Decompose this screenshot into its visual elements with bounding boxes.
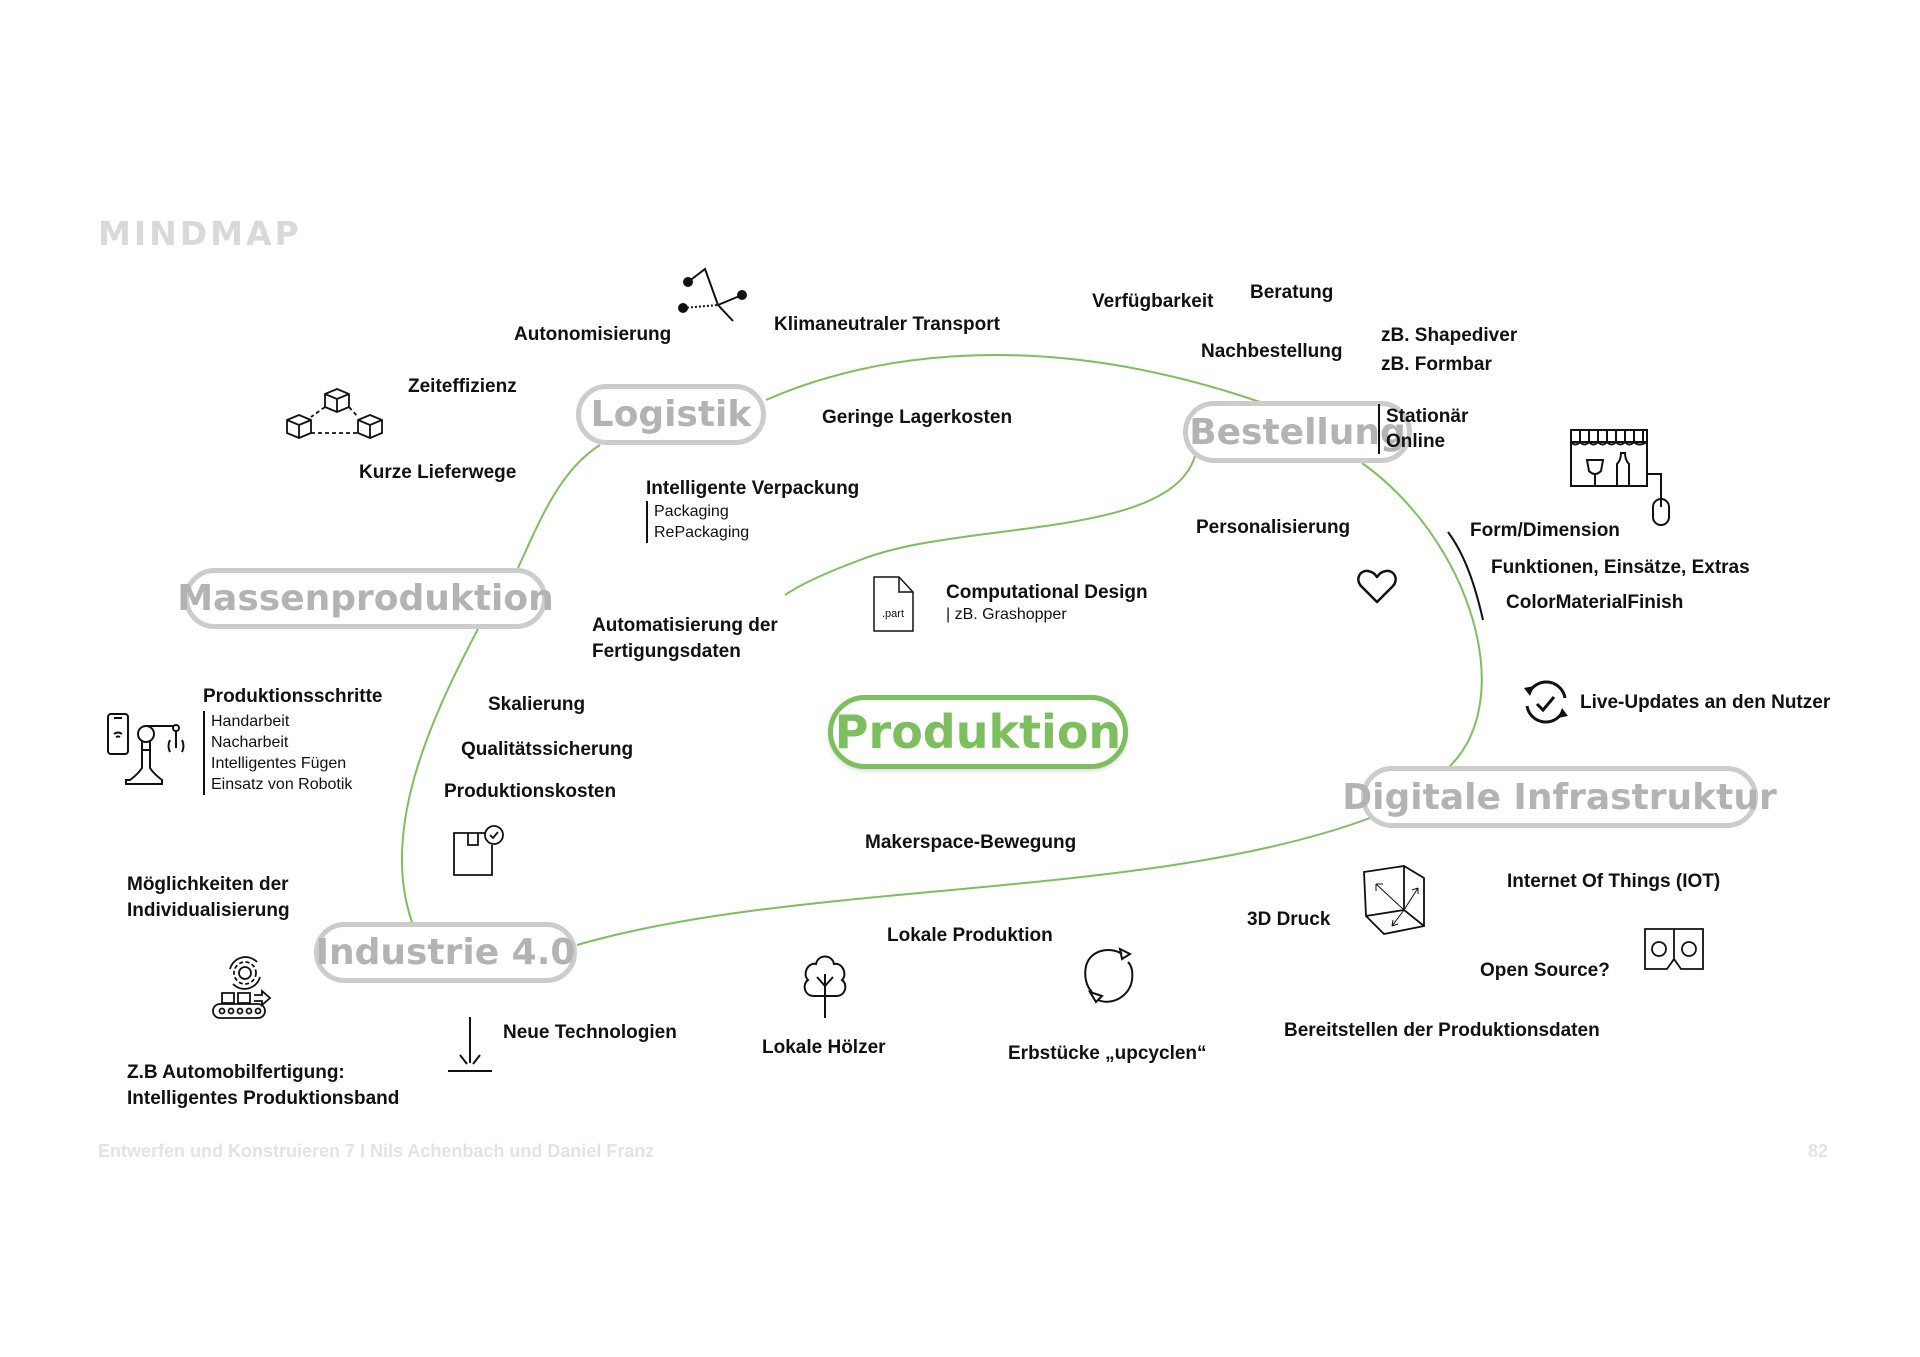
recycle-cycle-icon bbox=[1080, 946, 1142, 1006]
label-produktionsschritte: Produktionsschritte bbox=[203, 686, 383, 707]
channels-list: Stationär Online bbox=[1378, 404, 1468, 454]
sub-item: Handarbeit bbox=[211, 713, 290, 730]
examples-list: zB. Shapediver zB. Formbar bbox=[1381, 321, 1517, 379]
line: Z.B Automobilfertigung: bbox=[127, 1062, 345, 1083]
label-3d-druck: 3D Druck bbox=[1247, 909, 1331, 930]
label-automatisierung: Automatisierung der Fertigungsdaten bbox=[592, 613, 778, 665]
label-lokale-hoelzer: Lokale Hölzer bbox=[762, 1037, 886, 1058]
option-funktionen: Funktionen, Einsätze, Extras bbox=[1491, 557, 1750, 578]
line: Fertigungsdaten bbox=[592, 641, 741, 662]
sub-item: RePackaging bbox=[654, 524, 750, 541]
channel-item: Stationär bbox=[1386, 406, 1469, 427]
node-produktion[interactable]: Produktion bbox=[828, 695, 1128, 769]
bracket-line bbox=[1440, 530, 1500, 625]
vr-headset-icon bbox=[1643, 927, 1705, 971]
node-industrie[interactable]: Industrie 4.0 bbox=[314, 922, 577, 983]
channel-item: Online bbox=[1386, 431, 1446, 452]
sync-check-icon bbox=[1524, 678, 1568, 728]
sub-item: Intelligentes Fügen bbox=[211, 755, 347, 772]
route-icon bbox=[678, 265, 747, 325]
3d-print-cube-icon bbox=[1362, 866, 1432, 938]
curve-bestellung-digital bbox=[1361, 462, 1483, 769]
example-item: zB. Formbar bbox=[1381, 354, 1492, 375]
line: Automatisierung der bbox=[592, 615, 778, 636]
label-bereitstellen: Bereitstellen der Produktionsdaten bbox=[1284, 1020, 1600, 1041]
curve-logistik-massen bbox=[517, 444, 601, 569]
label-qualitaet: Qualitätssicherung bbox=[461, 739, 634, 760]
line: Möglichkeiten der bbox=[127, 874, 289, 895]
label-skalierung: Skalierung bbox=[488, 694, 586, 715]
sub-item: Einsatz von Robotik bbox=[211, 776, 353, 793]
laser-impact-icon bbox=[440, 1015, 500, 1077]
line: Individualisierung bbox=[127, 900, 290, 921]
node-bestellung[interactable]: Bestellung bbox=[1183, 401, 1412, 463]
example-item: zB. Shapediver bbox=[1381, 325, 1518, 346]
curve-industrie-digital bbox=[576, 817, 1371, 946]
label-beratung: Beratung bbox=[1250, 282, 1334, 303]
label-lokale-produktion: Lokale Produktion bbox=[887, 925, 1053, 946]
label-kurze-lieferwege: Kurze Lieferwege bbox=[359, 462, 517, 483]
label-erbstuecke: Erbstücke „upcyclen“ bbox=[1008, 1043, 1207, 1064]
curve-bestellung-center bbox=[784, 455, 1196, 596]
label-nachbestellung: Nachbestellung bbox=[1201, 341, 1343, 362]
label-makerspace: Makerspace-Bewegung bbox=[865, 832, 1077, 853]
option-color: ColorMaterialFinish bbox=[1506, 592, 1684, 613]
label-beispiel: Z.B Automobilfertigung: Intelligentes Pr… bbox=[127, 1060, 399, 1112]
label-produktionskosten: Produktionskosten bbox=[444, 781, 617, 802]
label-individualisierung: Möglichkeiten der Individualisierung bbox=[127, 872, 290, 924]
schritte-sublist: Handarbeit Nacharbeit Intelligentes Füge… bbox=[203, 711, 352, 795]
label-klimaneutral: Klimaneutraler Transport bbox=[774, 314, 1000, 335]
label-neue-technologien: Neue Technologien bbox=[503, 1022, 677, 1043]
robot-arm-icon bbox=[106, 712, 186, 787]
label-verpackung: Intelligente Verpackung bbox=[646, 478, 860, 499]
node-massenproduktion[interactable]: Massenproduktion bbox=[177, 568, 554, 629]
label-autonomisierung: Autonomisierung bbox=[514, 324, 672, 345]
package-check-icon bbox=[452, 825, 507, 880]
label-computational: Computational Design bbox=[946, 582, 1148, 603]
sub-item: Nacharbeit bbox=[211, 734, 289, 751]
online-shop-icon bbox=[1569, 427, 1679, 532]
heart-icon bbox=[1356, 568, 1398, 606]
curve-massen-industrie bbox=[400, 628, 479, 923]
verpackung-sublist: Packaging RePackaging bbox=[646, 501, 749, 543]
part-file-icon: .part bbox=[872, 575, 916, 633]
label-live-updates: Live-Updates an den Nutzer bbox=[1580, 692, 1831, 713]
node-logistik[interactable]: Logistik bbox=[576, 384, 766, 445]
file-ext-label: .part bbox=[882, 608, 904, 620]
page-title: MINDMAP bbox=[98, 214, 302, 253]
label-iot: Internet Of Things (IOT) bbox=[1507, 871, 1721, 892]
label-verfuegbarkeit: Verfügbarkeit bbox=[1092, 291, 1214, 312]
curve-logistik-bestellung bbox=[765, 354, 1261, 403]
label-computational-sub: | zB. Grashopper bbox=[946, 606, 1067, 623]
network-cubes-icon bbox=[285, 385, 390, 440]
tree-icon bbox=[800, 952, 850, 1020]
label-zeiteffizienz: Zeiteffizienz bbox=[408, 376, 517, 397]
page-number: 82 bbox=[1808, 1141, 1829, 1161]
conveyor-gear-icon bbox=[210, 953, 275, 1025]
label-open-source: Open Source? bbox=[1480, 960, 1610, 981]
label-lagerkosten: Geringe Lagerkosten bbox=[822, 407, 1013, 428]
footer-credits: Entwerfen und Konstruieren 7 I Nils Ache… bbox=[98, 1141, 655, 1161]
option-form: Form/Dimension bbox=[1470, 520, 1620, 541]
label-personalisierung: Personalisierung bbox=[1196, 517, 1351, 538]
sub-item: Packaging bbox=[654, 503, 729, 520]
line: Intelligentes Produktionsband bbox=[127, 1088, 400, 1109]
node-digitale-infrastruktur[interactable]: Digitale Infrastruktur bbox=[1342, 766, 1777, 828]
